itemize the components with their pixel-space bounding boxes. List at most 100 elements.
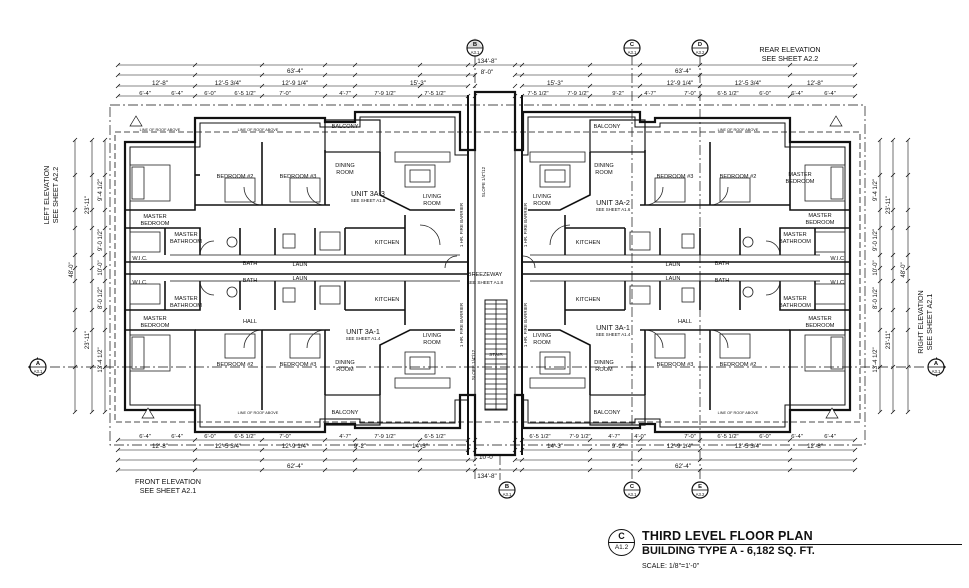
dimension-tick <box>192 93 198 99</box>
dimension-tick <box>115 83 121 89</box>
dimension-tick <box>259 457 265 463</box>
unit-3a3-name: UNIT 3A-3 <box>351 189 385 198</box>
unit-3a1-left-name: UNIT 3A-1 <box>346 327 380 336</box>
dim-top-right-0: 15'-3" <box>547 80 563 87</box>
label-master-bed-rt-1: MASTER <box>788 172 811 178</box>
dimension-tick <box>417 437 423 443</box>
dimension-tick <box>259 62 265 68</box>
dimension-tick <box>472 72 478 78</box>
dimension-tick <box>115 62 121 68</box>
dimension-tick <box>587 437 593 443</box>
fixtures <box>129 151 846 389</box>
dim-side-left-0: 23'-11" <box>85 196 91 214</box>
dim-side-left-4: 8'-0 1/2" <box>98 287 104 309</box>
dimension-tick <box>890 225 896 231</box>
dimension-tick <box>352 467 358 473</box>
dimension-tick <box>102 172 108 178</box>
dimension-tick <box>89 172 95 178</box>
dim-half-left: 63'-4" <box>287 68 303 75</box>
dimension-tick <box>512 437 518 443</box>
dim-bot-right-sub-1: 7'-9 1/2" <box>569 434 590 440</box>
dim-top-right-sub-8: 6'-4" <box>824 91 836 97</box>
label-living-rt-1: LIVING <box>533 194 551 200</box>
dim-half-bottom-left: 62'-4" <box>287 463 303 470</box>
section-markers: B A3.1 C A3.1 D A3.2 B A3.1 C A3.1 <box>28 38 946 499</box>
dimension-tick <box>192 447 198 453</box>
dim-top-right-sub-2: 9'-2" <box>612 91 624 97</box>
dim-top-left-sub-6: 7'-9 1/2" <box>374 91 395 97</box>
dim-side-right-6: 23'-11" <box>886 331 892 349</box>
dimension-tick <box>877 172 883 178</box>
dimension-tick <box>890 409 896 415</box>
dim-bot-right-sub-8: 6'-4" <box>824 434 836 440</box>
dim-bot-left-sub-1: 6'-4" <box>171 434 183 440</box>
label-laun-rb: LAUN <box>666 276 681 282</box>
label-kitchen-rt: KITCHEN <box>576 240 601 246</box>
dimension-tick <box>72 207 78 213</box>
label-dining-rt-1: DINING <box>594 163 614 169</box>
dim-bot-right-sub-2: 4'-7" <box>608 434 620 440</box>
dimension-tick <box>89 327 95 333</box>
dim-top-left-sub-1: 6'-4" <box>171 91 183 97</box>
dimension-tick <box>102 252 108 258</box>
section-marker-top-d: D A3.2 <box>691 39 709 57</box>
dimension-tick <box>417 467 423 473</box>
dim-top-left-1: 12'-5 3/4" <box>215 80 242 87</box>
unit-3a2-name: UNIT 3A-2 <box>596 198 630 207</box>
dimension-tick <box>905 265 911 271</box>
dimension-tick <box>852 447 858 453</box>
title-block: C A1.2 THIRD LEVEL FLOOR PLAN BUILDING T… <box>606 526 962 586</box>
marker-bottom-e-sheet: A3.2 <box>696 492 705 497</box>
dimension-tick <box>637 62 643 68</box>
dimension-ticks <box>72 62 911 473</box>
dimension-tick <box>890 307 896 313</box>
keynote-tags <box>129 115 843 419</box>
label-wic-rb: W.I.C. <box>830 280 846 286</box>
unit-3a1-right-sheet: SEE SHEET A1.4 <box>596 332 631 337</box>
marker-top-d-sheet: A3.2 <box>696 50 705 55</box>
dimension-tick <box>877 137 883 143</box>
dim-center-bottom: 10'-0" <box>479 454 495 461</box>
dim-bot-left-sub-7: 6'-5 1/2" <box>424 434 445 440</box>
dimension-tick <box>102 364 108 370</box>
dimension-tick <box>465 83 471 89</box>
front-elevation-line2: SEE SHEET A2.1 <box>140 486 197 495</box>
dim-top-right-2: 12'-5 3/4" <box>735 80 762 87</box>
dimension-tick <box>890 278 896 284</box>
dimension-tick <box>465 72 471 78</box>
label-bedroom2-rb: BEDROOM #2 <box>720 362 757 368</box>
center-vertical-labels: 1 HR. FIRE BARRIER 1 HR. FIRE BARRIER 1 … <box>459 166 528 380</box>
dimension-tick <box>472 62 478 68</box>
dimension-tick <box>787 467 793 473</box>
section-marker-bottom-e: E A3.2 <box>691 481 709 499</box>
dimension-tick <box>322 83 328 89</box>
section-marker-right-a: A A3.1 <box>927 357 946 377</box>
title-rule <box>642 544 962 545</box>
label-roof-line-rb: LINE OF ROOF ABOVE <box>718 411 759 415</box>
dimension-tick <box>787 457 793 463</box>
dimension-tick <box>587 447 593 453</box>
dimension-tick <box>417 93 423 99</box>
dimension-tick <box>352 72 358 78</box>
dimension-tick <box>512 72 518 78</box>
dimension-tick <box>519 62 525 68</box>
dimension-tick <box>89 409 95 415</box>
label-bedroom2-lt: BEDROOM #2 <box>217 174 254 180</box>
dim-top-left-3: 15'-3" <box>410 80 426 87</box>
section-marker-bottom-c: C A3.1 <box>623 481 641 499</box>
dimension-tick <box>877 307 883 313</box>
label-wic-lb: W.I.C. <box>132 280 148 286</box>
dimension-tick <box>102 327 108 333</box>
unit-labels: UNIT 3A-3 SEE SHEET A1.5 UNIT 3A-2 SEE S… <box>346 189 631 341</box>
dimension-tick <box>852 457 858 463</box>
sheet-badge-divider <box>609 542 634 543</box>
dimension-tick <box>787 62 793 68</box>
dimension-tick <box>89 364 95 370</box>
dimension-tick <box>637 457 643 463</box>
dimension-tick <box>512 447 518 453</box>
dimension-tick <box>905 278 911 284</box>
section-marker-top-c: C A3.1 <box>623 39 641 57</box>
label-slope-bottom: SLOPE 1/4"/12 <box>471 349 476 380</box>
dimension-tick <box>905 409 911 415</box>
